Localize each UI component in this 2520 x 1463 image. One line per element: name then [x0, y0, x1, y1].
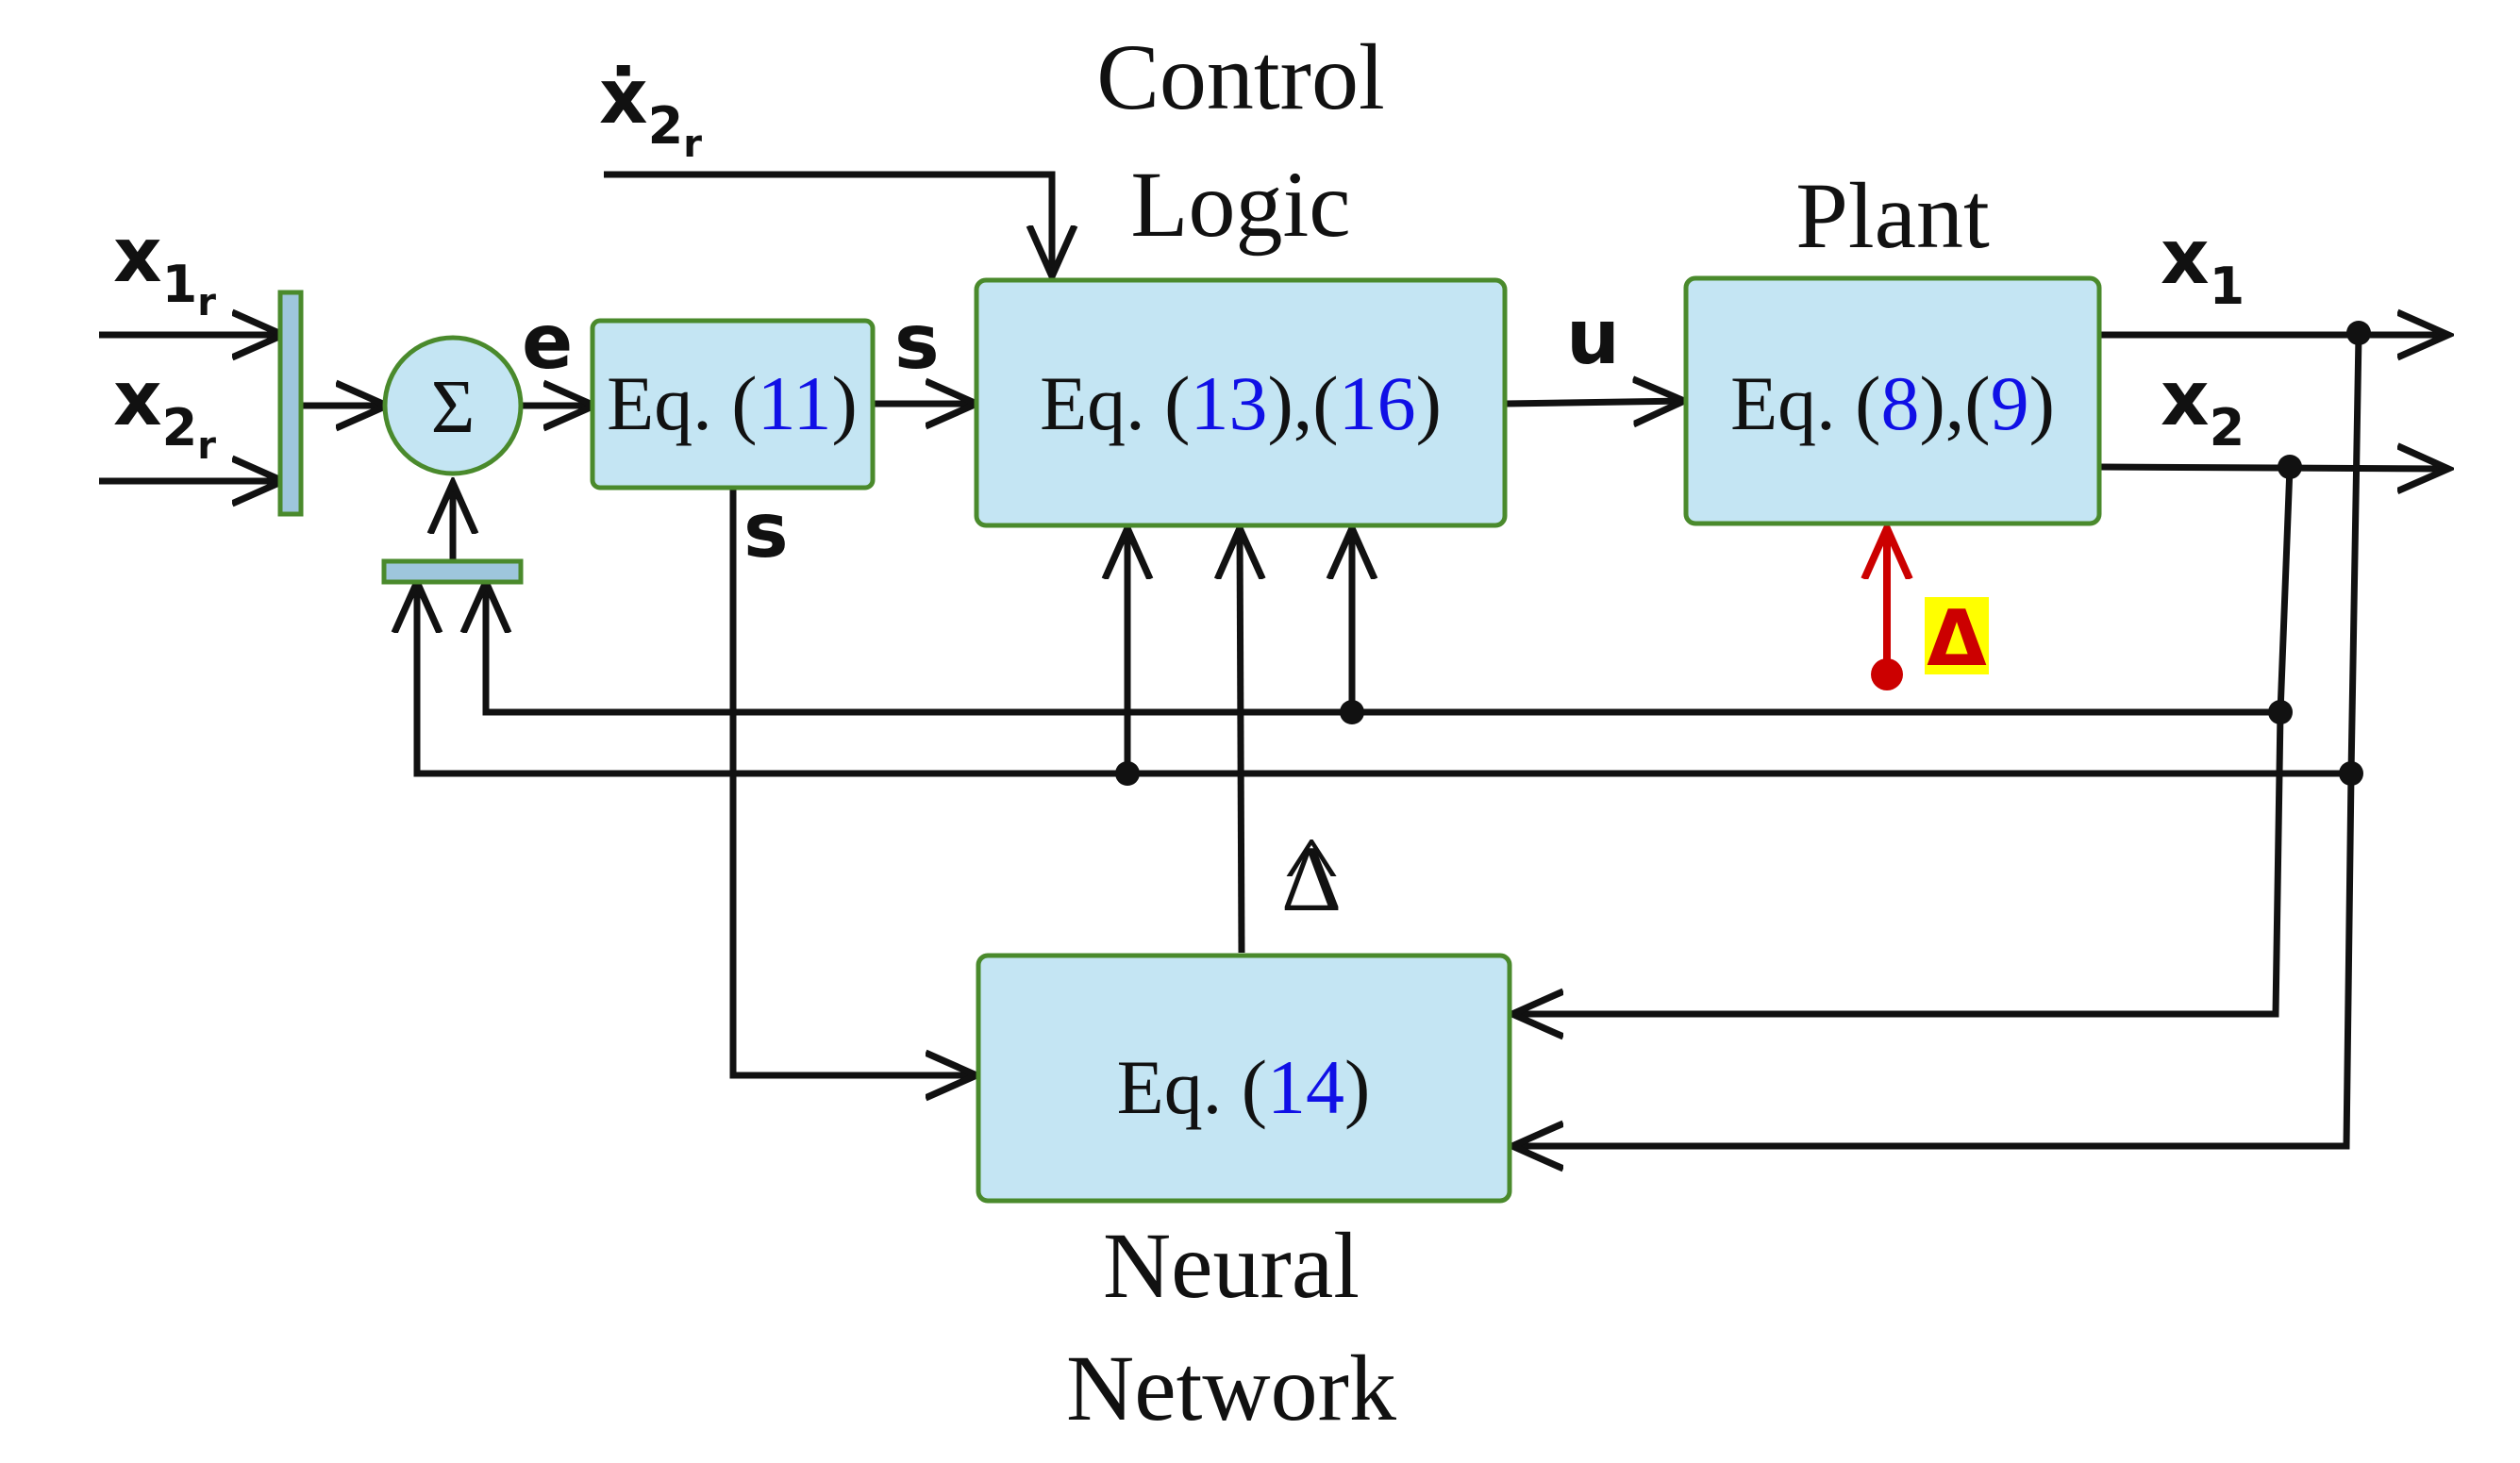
junction-dot	[2346, 321, 2371, 345]
e-label: e	[522, 298, 573, 386]
delta-hat-wire	[1240, 528, 1242, 954]
sliding-surface-block	[590, 318, 876, 490]
u-label: u	[1566, 293, 1620, 381]
x1-output-label: x1	[2161, 213, 2245, 316]
control-logic-block	[974, 277, 1508, 528]
neural-network-title-line2: Network	[1066, 1336, 1396, 1440]
x1r-label: x1r	[113, 211, 216, 324]
x2r-dot-wire	[604, 171, 1052, 276]
x2-output-label: x2	[2161, 355, 2245, 457]
control-logic-title-line1: Control	[1096, 25, 1385, 129]
x1-feedback-wire	[417, 334, 2362, 777]
sliding-surface-equation: Eq. (11)	[607, 360, 858, 446]
delta-hat-accent: ^	[1285, 822, 1338, 908]
x2r-dot-label: ẋ2r	[599, 53, 702, 166]
summing-junction	[382, 335, 524, 476]
x2-output-wire	[2098, 467, 2448, 469]
x2-to-nn-wire	[1512, 711, 2284, 1014]
neural-network-title-line1: Neural	[1103, 1213, 1360, 1318]
junction-dots	[1115, 321, 2371, 786]
x2r-label: x2r	[113, 355, 216, 468]
neural-network-equation: Eq. (14)	[1117, 1044, 1371, 1130]
x1-to-nn-wire	[1512, 773, 2355, 1146]
signal-wires	[99, 171, 2448, 1146]
disturbance-highlight	[1925, 597, 1989, 674]
plant-equation: Eq. (8),(9)	[1730, 360, 2055, 446]
u-wire	[1504, 401, 1684, 404]
junction-dot	[2268, 700, 2293, 724]
junction-dot	[2278, 455, 2302, 479]
neural-network-block	[976, 953, 1512, 1204]
delta-hat-label: Δ	[1281, 826, 1342, 931]
feedback-mux-bar	[381, 558, 524, 585]
plant-block	[1683, 275, 2102, 526]
junction-dot	[2339, 761, 2363, 786]
disturbance-source-dot	[1871, 658, 1903, 690]
s-down-label: s	[743, 487, 789, 574]
reference-mux-bar	[277, 290, 304, 517]
disturbance-label: Δ	[1927, 594, 1987, 684]
x2-feedback-wire	[486, 466, 2294, 716]
s-to-nn-wire	[729, 488, 976, 1075]
s-output-label: s	[894, 298, 940, 386]
plant-title: Plant	[1795, 163, 1990, 268]
control-logic-title-line2: Logic	[1130, 152, 1350, 257]
sigma-symbol: Σ	[431, 366, 476, 449]
junction-dot	[1340, 700, 1364, 724]
control-logic-equation: Eq. (13),(16)	[1040, 360, 1442, 446]
junction-dot	[1115, 761, 1140, 786]
